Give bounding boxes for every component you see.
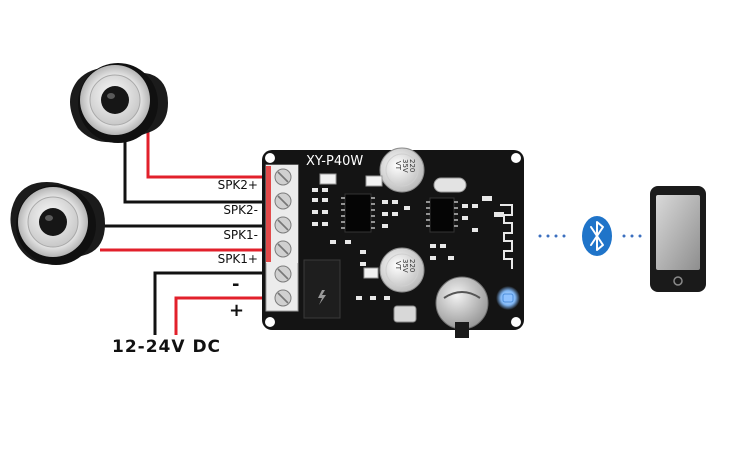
wire-power-minus <box>153 271 270 335</box>
mounting-hole <box>511 317 521 327</box>
bluetooth-chip <box>426 197 458 233</box>
connection-dots-left <box>538 234 566 238</box>
svg-text:35V: 35V <box>401 259 409 273</box>
wire-power-plus <box>174 296 270 335</box>
mounting-hole <box>265 153 275 163</box>
label-spk2-minus: SPK2- <box>223 203 258 217</box>
speaker-left-icon <box>10 182 105 265</box>
smd-components <box>312 188 504 300</box>
connection-dots-right <box>622 234 642 238</box>
label-spk1-plus: SPK1+ <box>218 252 258 266</box>
label-power-minus: - <box>232 274 239 295</box>
terminal-screws <box>274 168 292 307</box>
terminal-block <box>265 164 299 312</box>
terminal-labels: SPK2+ SPK2- SPK1- SPK1+ - + <box>218 178 258 321</box>
crystal <box>433 177 467 193</box>
speaker-top-icon <box>70 63 168 143</box>
wires <box>100 128 270 335</box>
bluetooth-icon <box>582 216 612 256</box>
label-power-plus: + <box>229 300 244 321</box>
label-spk2-plus: SPK2+ <box>218 178 258 192</box>
phone-screen <box>656 195 700 270</box>
amplifier-board: XY-P40W VT 35V 220 <box>262 147 524 338</box>
smartphone-icon <box>650 186 706 292</box>
capacitor-top: VT 35V 220 <box>379 147 425 193</box>
svg-text:220: 220 <box>408 159 416 172</box>
svg-text:VT: VT <box>394 261 402 271</box>
board-model: XY-P40W <box>306 154 363 169</box>
lightning-mark <box>318 290 326 305</box>
svg-text:35V: 35V <box>401 159 409 173</box>
status-led <box>496 286 520 310</box>
amplifier-chip <box>341 193 375 233</box>
dc-jack <box>303 259 341 319</box>
inductors <box>319 173 383 279</box>
volume-knob <box>435 276 489 338</box>
svg-text:220: 220 <box>408 259 416 272</box>
phone-home-button <box>673 276 683 286</box>
regulator <box>393 305 417 323</box>
mounting-hole <box>511 153 521 163</box>
mounting-hole <box>265 317 275 327</box>
power-supply-label: 12-24V DC <box>112 337 221 357</box>
wire-spk2-minus <box>123 128 270 204</box>
capacitor-bottom: VT 35V 220 <box>379 247 425 293</box>
label-spk1-minus: SPK1- <box>223 228 258 242</box>
wire-spk2-plus <box>146 128 270 179</box>
antenna-trace <box>500 204 513 269</box>
svg-text:VT: VT <box>394 161 402 171</box>
